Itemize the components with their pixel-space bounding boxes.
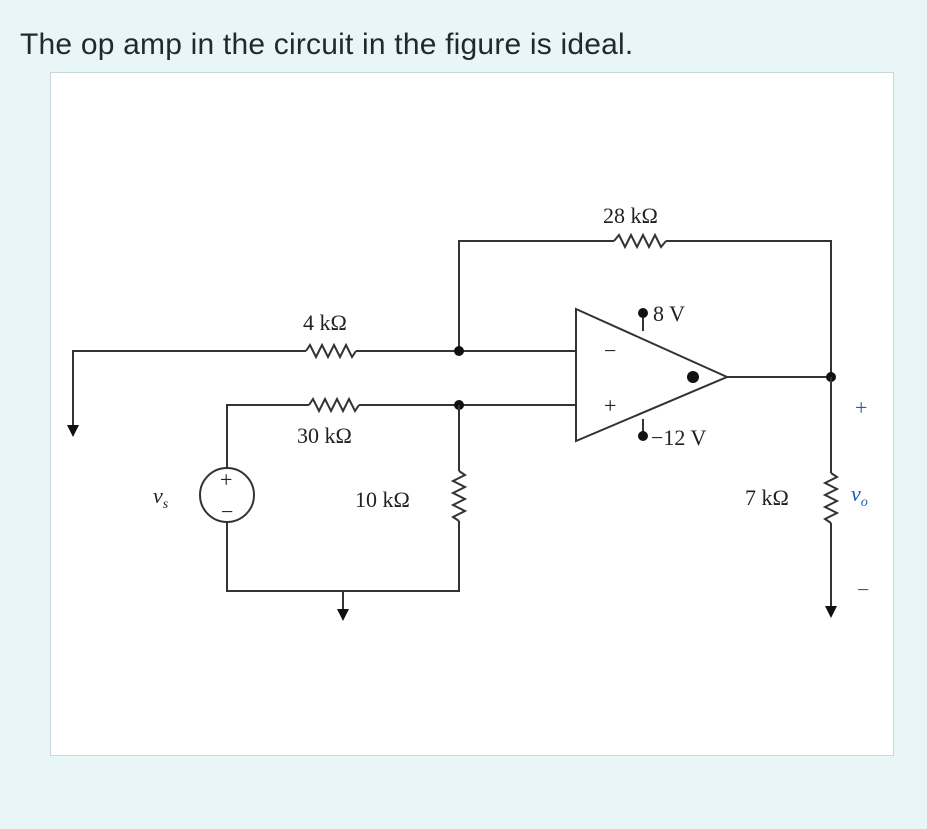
output-label-main: v [851,481,861,506]
circuit-diagram: 28 kΩ 4 kΩ 30 kΩ 10 kΩ + − vs − [67,203,869,621]
opamp-plus-sign: + [604,393,616,418]
label-r-ground: 10 kΩ [355,487,410,512]
r10k-bottom-wire [226,521,460,592]
opamp-minus-sign: − [604,338,616,363]
resistor-7k-icon [822,472,840,524]
source-label-sub: s [163,497,169,512]
node-supply-positive [638,308,648,318]
label-r-input-top: 4 kΩ [303,310,347,335]
resistor-4k-icon [305,342,357,360]
ground-arrow-left-icon [67,425,79,437]
label-r-input-bottom: 30 kΩ [297,423,352,448]
label-supply-positive: 8 V [653,301,685,326]
feedback-wire-right [666,240,832,377]
question-text: The op amp in the circuit in the figure … [20,28,634,61]
label-r-feedback: 28 kΩ [603,203,658,228]
node-inverting [454,346,464,356]
ground-arrow-right-icon [825,606,837,618]
node-opamp-output-terminal [687,371,699,383]
source-minus-sign: − [221,499,233,524]
source-label-main: v [153,483,163,508]
label-r-load: 7 kΩ [745,485,789,510]
left-ground-wire [72,350,306,427]
source-top-wire [226,404,309,468]
label-source-vs: vs [153,483,169,512]
label-output-vo: vo [851,481,868,510]
node-supply-negative [638,431,648,441]
resistor-28k-icon [613,232,667,250]
circuit-figure: 28 kΩ 4 kΩ 30 kΩ 10 kΩ + − vs − [50,72,894,756]
voltage-source-icon [199,467,255,523]
source-plus-sign: + [220,467,232,492]
ground-arrow-bottom-icon [337,609,349,621]
output-label-sub: o [861,495,868,510]
output-minus-sign: − [857,577,869,602]
resistor-30k-icon [308,396,360,414]
opamp-triangle-icon [575,307,730,443]
feedback-wire-left [458,240,614,351]
label-supply-negative: −12 V [651,425,707,450]
resistor-10k-icon [450,470,468,522]
output-plus-sign: + [855,395,867,420]
